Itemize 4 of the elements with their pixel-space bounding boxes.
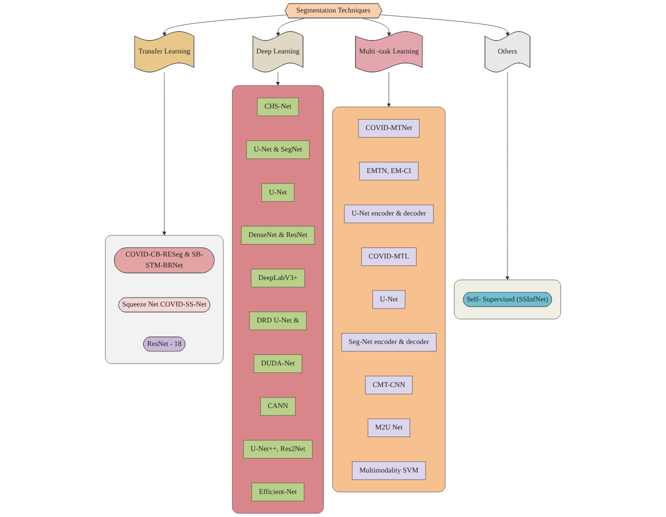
cluster	[232, 85, 324, 514]
cluster	[105, 235, 224, 364]
cluster	[454, 280, 561, 320]
cluster	[332, 106, 446, 492]
